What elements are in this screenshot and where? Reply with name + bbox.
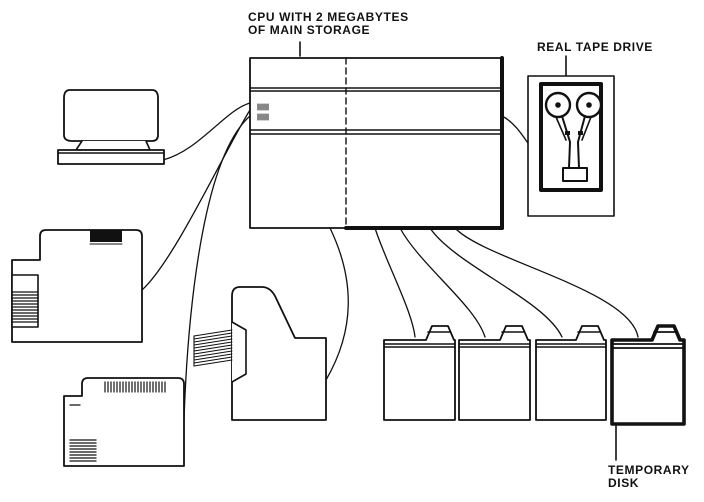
cpu-label-line-2: OF MAIN STORAGE [248,24,409,37]
tape-read-head [563,168,587,181]
cpu-label: CPU WITH 2 MEGABYTES OF MAIN STORAGE [248,11,409,37]
temporary-disk-label: TEMPORARY DISK [608,464,690,490]
cable-printer [326,228,348,380]
card-punch-cards [105,382,165,392]
disk-drive-3 [536,326,606,420]
cable-disk-3 [430,228,562,337]
tape-drive-label: REAL TAPE DRIVE [537,41,653,54]
printer-paper-output [194,330,232,366]
disk-drive-1 [384,326,455,420]
cable-disk-1 [375,228,415,337]
temporary-disk-label-line-2: DISK [608,477,690,490]
card-punch [64,378,184,466]
cpu-unit [250,58,502,228]
card-reader [12,230,142,342]
temporary-disk-drive [612,326,684,424]
tape-drive [528,76,614,216]
cable-disk-2 [400,228,485,337]
cable-disk-4 [455,228,638,337]
display-terminal [58,90,164,164]
line-printer [194,287,326,420]
disk-drive-2 [459,326,530,420]
